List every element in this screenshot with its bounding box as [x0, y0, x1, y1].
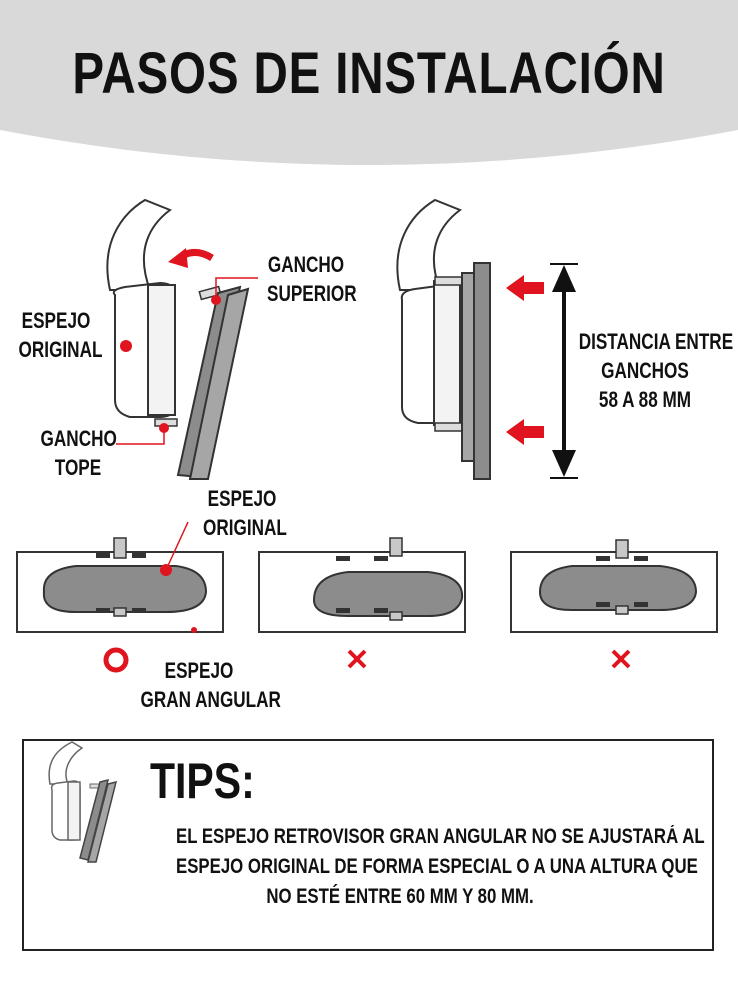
tips-line: NO ESTÉ ENTRE 60 MM Y 80 MM.	[266, 885, 534, 908]
fit-panel-correct	[16, 537, 224, 633]
push-arrow-icon	[506, 275, 544, 301]
correct-circle-icon	[103, 647, 129, 673]
tips-mirror-icon	[48, 741, 118, 863]
tips-box	[22, 739, 714, 951]
leader-lines-panels	[160, 521, 197, 633]
tips-text: EL ESPEJO RETROVISOR GRAN ANGULAR NO SE …	[176, 822, 705, 912]
page-title: PASOS DE INSTALACIÓN	[72, 41, 666, 106]
tips-title: TIPS:	[150, 753, 255, 809]
header-banner	[0, 0, 738, 165]
label-espejo-original-top: ESPEJO ORIGINAL	[18, 308, 103, 362]
label-espejo-gran-angular: ESPEJO GRAN ANGULAR	[140, 658, 281, 712]
rotate-arrow-icon	[168, 248, 214, 268]
installed-mirror-diagram	[396, 198, 491, 480]
fit-panel-wrong-low	[258, 537, 466, 633]
tips-line: ESPEJO ORIGINAL DE FORMA ESPECIAL O A UN…	[176, 855, 698, 878]
label-gancho-superior: GANCHO SUPERIOR	[267, 252, 357, 306]
fit-panel-wrong-narrow	[510, 539, 718, 633]
label-espejo-original-mid: ESPEJO ORIGINAL	[203, 486, 287, 540]
wrong-cross-icon	[347, 649, 367, 669]
wrong-cross-icon	[611, 649, 631, 669]
leader-lines-step1	[116, 277, 258, 445]
push-arrow-icon	[506, 419, 544, 445]
tips-line: EL ESPEJO RETROVISOR GRAN ANGULAR NO SE …	[176, 825, 705, 848]
installation-tilt-diagram	[106, 198, 250, 480]
label-distancia: DISTANCIA ENTRE GANCHOS 58 A 88 MM	[578, 329, 734, 412]
label-gancho-tope: GANCHO TOPE	[40, 426, 117, 480]
distance-arrow-icon	[550, 263, 578, 479]
